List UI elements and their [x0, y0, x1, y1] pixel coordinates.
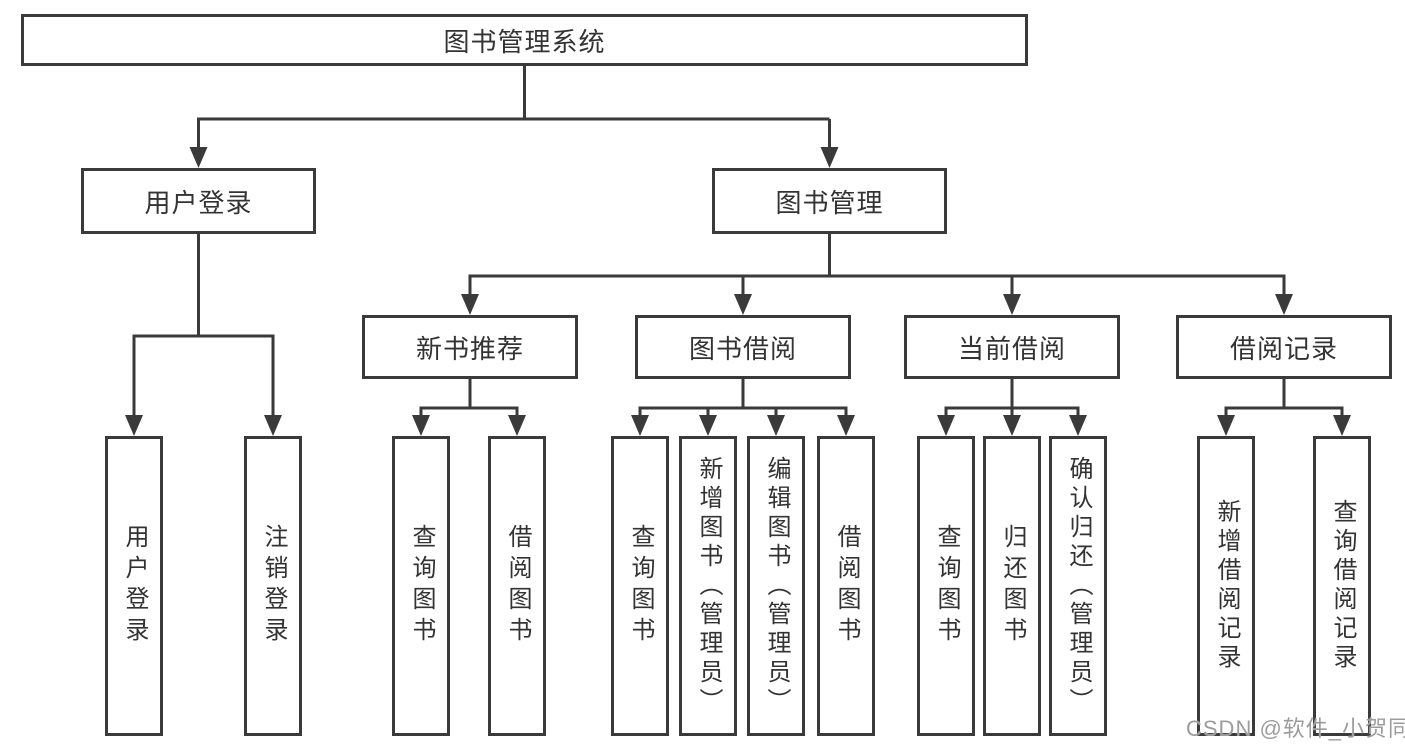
connector-currentborrow-to-leaves	[944, 379, 1080, 418]
leaf-user-login-label: 用户登录	[121, 524, 148, 648]
connector-root-to-level2	[197, 66, 831, 150]
leaf-confirm-return-admin: 确认归还（管理员）	[1049, 436, 1107, 736]
node-borrowing-records-label: 借阅记录	[1229, 333, 1338, 364]
leaf-edit-book-admin-label: 编辑图书（管理员）	[763, 455, 790, 717]
node-user-login-label: 用户登录	[144, 187, 253, 218]
leaf-newbook-borrow-books-label: 借阅图书	[504, 524, 531, 648]
leaf-add-book-admin-label: 新增图书（管理员）	[695, 455, 722, 717]
leaf-edit-book-admin: 编辑图书（管理员）	[747, 436, 805, 736]
leaf-newbook-borrow-books: 借阅图书	[488, 436, 546, 736]
csdn-watermark: CSDN @软件_小贺同学	[1186, 716, 1405, 741]
leaf-logout: 注销登录	[244, 436, 302, 736]
node-book-management-label: 图书管理	[775, 187, 884, 218]
node-system-root-label: 图书管理系统	[443, 26, 606, 57]
leaf-return-book-label: 归还图书	[999, 524, 1026, 648]
leaf-confirm-return-admin-label: 确认归还（管理员）	[1065, 455, 1092, 717]
leaf-user-login: 用户登录	[105, 436, 163, 736]
leaf-add-book-admin: 新增图书（管理员）	[679, 436, 737, 736]
node-new-book-recommendation-label: 新书推荐	[415, 333, 524, 364]
node-borrowing-records: 借阅记录	[1176, 315, 1392, 379]
leaf-newbook-query-books: 查询图书	[392, 436, 450, 736]
leaf-add-borrow-record-label: 新增借阅记录	[1213, 499, 1240, 673]
node-book-management: 图书管理	[712, 168, 947, 234]
node-user-login: 用户登录	[81, 168, 316, 234]
node-current-borrowing: 当前借阅	[904, 315, 1120, 379]
connector-newbook-to-leaves	[419, 379, 519, 418]
node-book-borrowing-label: 图书借阅	[688, 333, 797, 364]
node-book-borrowing: 图书借阅	[635, 315, 851, 379]
connector-records-to-leaves	[1224, 379, 1344, 418]
leaf-borrow-book-label: 借阅图书	[833, 524, 860, 648]
connector-bookborrow-to-leaves	[638, 379, 848, 418]
leaf-query-borrow-record-label: 查询借阅记录	[1329, 499, 1356, 673]
leaf-borrow-query-books: 查询图书	[611, 436, 669, 736]
leaf-borrow-query-books-label: 查询图书	[627, 524, 654, 648]
leaf-borrow-book: 借阅图书	[817, 436, 875, 736]
leaf-add-borrow-record: 新增借阅记录	[1197, 436, 1255, 736]
node-current-borrowing-label: 当前借阅	[957, 333, 1066, 364]
node-new-book-recommendation: 新书推荐	[362, 315, 578, 379]
connector-userlogin-to-leaves	[132, 234, 275, 418]
leaf-query-borrow-record: 查询借阅记录	[1313, 436, 1371, 736]
leaf-current-query-books-label: 查询图书	[933, 524, 960, 648]
node-system-root: 图书管理系统	[21, 14, 1028, 66]
leaf-current-query-books: 查询图书	[917, 436, 975, 736]
connector-bookmgmt-to-level3	[468, 234, 1286, 299]
leaf-return-book: 归还图书	[983, 436, 1041, 736]
leaf-logout-label: 注销登录	[260, 524, 287, 648]
leaf-newbook-query-books-label: 查询图书	[408, 524, 435, 648]
